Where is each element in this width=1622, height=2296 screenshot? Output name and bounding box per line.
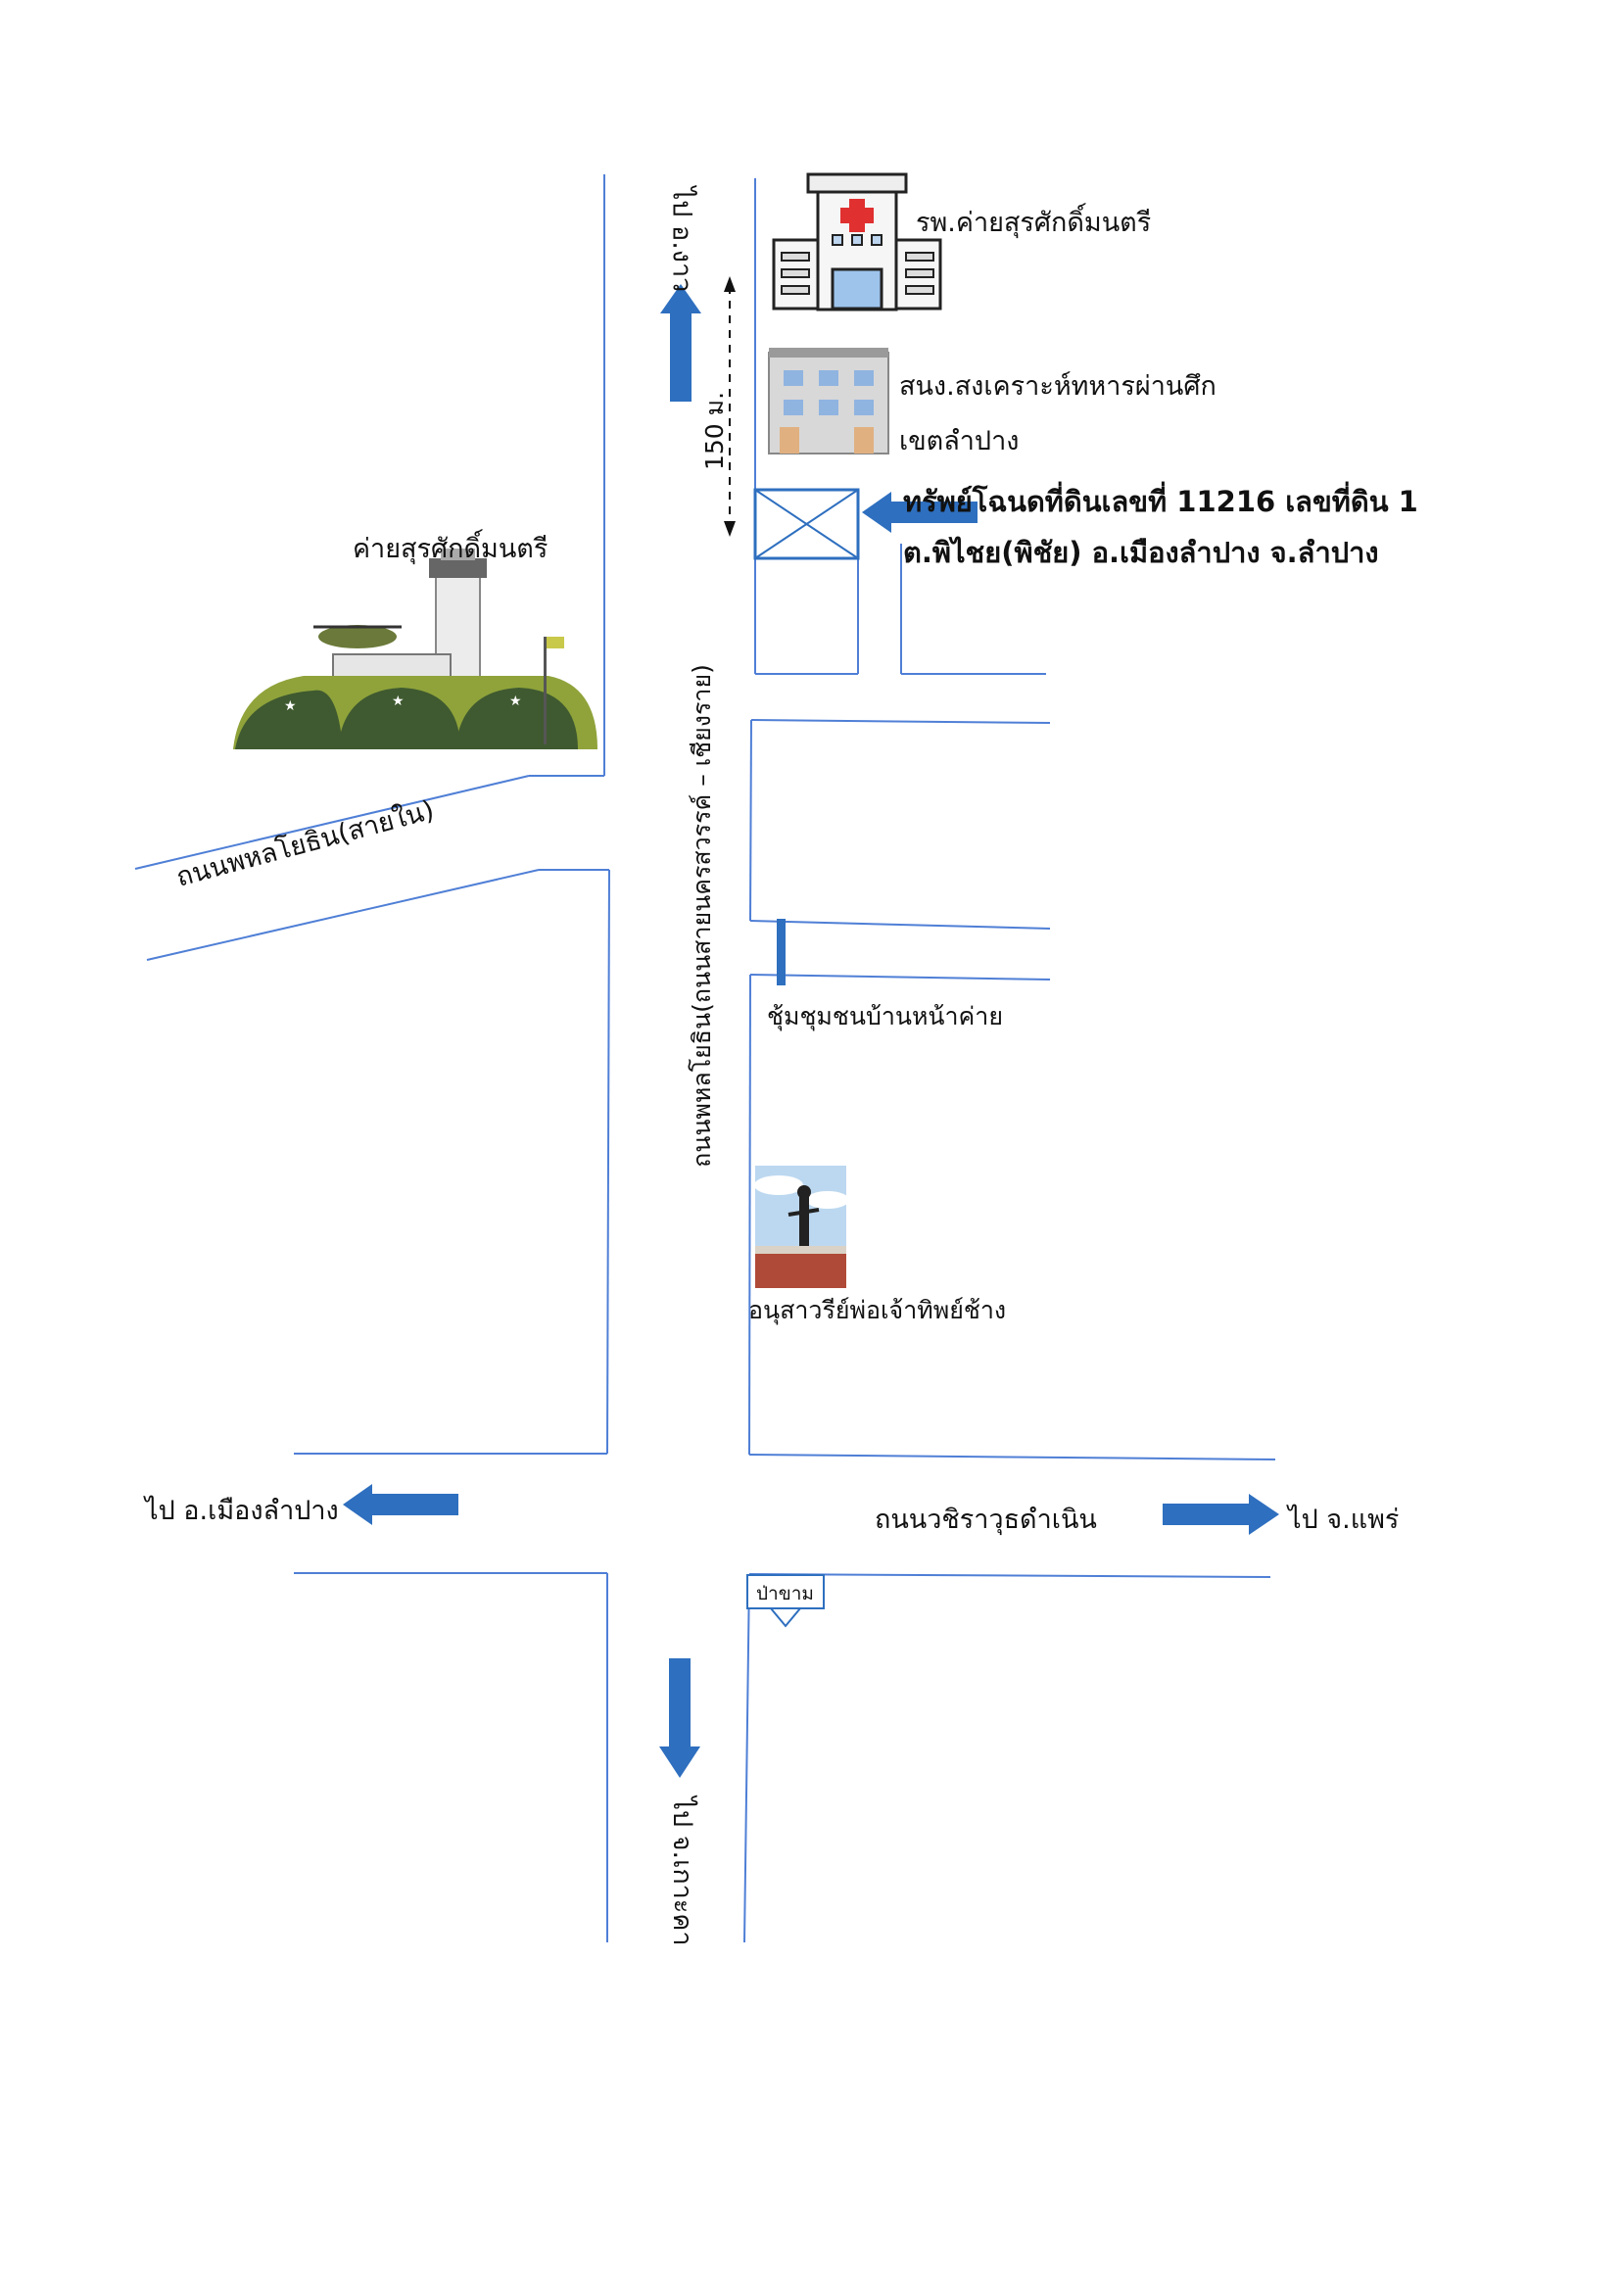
main-road-label-wrap: ถนนพหลโยธิน(ถนนสายนครสวรรค์ – เชียงราย) xyxy=(683,646,722,1175)
pakham-sign-shape xyxy=(746,1574,825,1628)
monument-label: อนุสาวรีย์พ่อเจ้าทิพย์ช้าง xyxy=(748,1296,1007,1324)
hospital-icon xyxy=(772,172,942,311)
office-label-line2: เขตลำปาง xyxy=(899,426,1020,456)
community-marker xyxy=(777,919,786,985)
arrow-south-icon xyxy=(659,1658,700,1778)
hospital-label: รพ.ค่ายสุรศักดิ์มนตรี xyxy=(916,208,1152,238)
arrow-east-icon xyxy=(1163,1494,1279,1535)
camp-label: ค่ายสุรศักดิ์มนตรี xyxy=(353,534,549,564)
east-direction-label: ไป จ.แพร่ xyxy=(1288,1505,1400,1535)
property-label-line2: ต.พิไชย(พิชัย) อ.เมืองลำปาง จ.ลำปาง xyxy=(903,536,1379,569)
north-direction-wrap: ไป อ.งาว xyxy=(663,181,702,293)
distance-label: 150 ม. xyxy=(700,391,729,471)
south-direction-label: ไป จ.เกาะคา xyxy=(667,1796,697,1946)
arrow-north-icon xyxy=(660,284,701,402)
arrow-west-icon xyxy=(343,1484,458,1525)
svg-text:★: ★ xyxy=(392,694,405,709)
plot-outline xyxy=(753,488,860,560)
north-direction-label: ไป อ.งาว xyxy=(666,186,697,293)
distance-wrap: 150 ม. xyxy=(700,382,730,470)
south-direction-wrap: ไป จ.เกาะคา xyxy=(663,1788,702,1949)
west-direction-label: ไป อ.เมืองลำปาง xyxy=(145,1496,339,1526)
property-label-line1: ทรัพย์โฉนดที่ดินเลขที่ 11216 เลขที่ดิน 1 xyxy=(903,485,1418,518)
cross-road-label: ถนนวชิราวุธดำเนิน xyxy=(875,1505,1097,1535)
arrow-to-plot-icon xyxy=(862,492,978,533)
distance-arrow-up xyxy=(724,276,736,292)
svg-text:★: ★ xyxy=(284,698,297,714)
distance-arrow-down xyxy=(724,521,736,537)
monument-photo-icon xyxy=(754,1166,849,1288)
svg-text:★: ★ xyxy=(509,694,522,709)
office-label-line1: สนง.สงเคราะห์ทหารผ่านศึก xyxy=(899,371,1216,402)
road-lines xyxy=(134,174,1276,1943)
plot-cross-b xyxy=(754,489,859,559)
community-label: ชุ้มชุมชนบ้านหน้าค่าย xyxy=(767,1002,1003,1030)
military-camp-icon: ★ ★ ★ xyxy=(233,549,597,749)
main-road-label: ถนนพหลโยธิน(ถนนสายนครสวรรค์ – เชียงราย) xyxy=(688,664,716,1168)
pakham-sign-label: ป่าขาม xyxy=(756,1583,814,1604)
office-building-icon xyxy=(768,348,889,454)
